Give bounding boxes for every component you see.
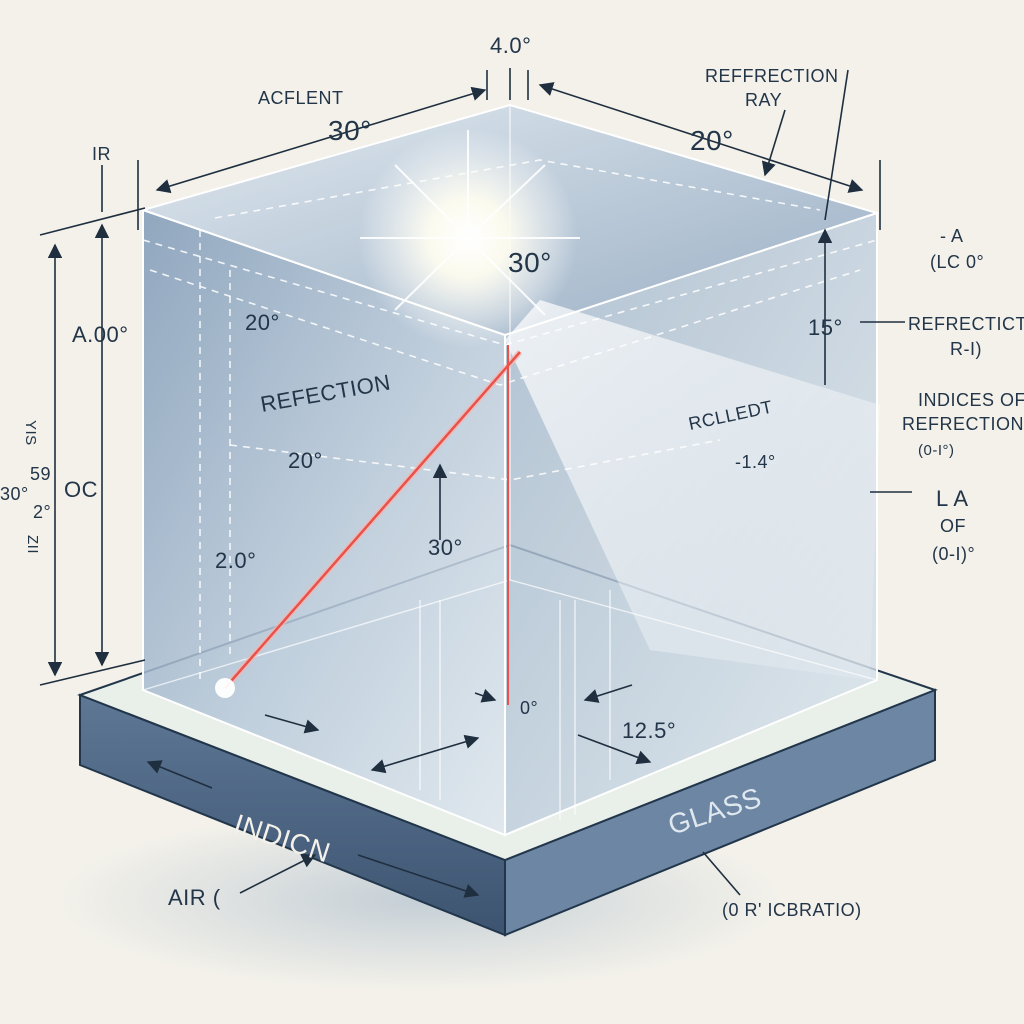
label-refract-value: -1.4° [735, 452, 776, 472]
label-inner-angle-mid: 20° [288, 448, 323, 473]
label-right-angle-15: 15° [808, 315, 843, 340]
label-la: L A [936, 486, 969, 511]
label-indices-1: INDICES OF [918, 390, 1024, 410]
label-top-right-angle: 20° [690, 125, 734, 156]
label-bottom-angle-0: 0° [520, 698, 538, 718]
label-top-left-angle: 30° [328, 115, 372, 146]
label-refractict-sub: R-I) [950, 339, 982, 359]
label-center-angle: 30° [508, 247, 552, 278]
label-top-angle: 4.0° [490, 33, 531, 58]
label-indices-3: (0-I°) [918, 442, 955, 459]
label-inner-angle-2: 2.0° [215, 548, 256, 573]
label-incident: ACFLENT [258, 88, 344, 108]
label-inner-angle-left: 20° [245, 310, 280, 335]
refracted-beam [505, 300, 880, 680]
label-inner-angle-30: 30° [428, 535, 463, 560]
label-refractict: REFRECTICT [908, 314, 1024, 334]
label-left-side-2: 30° [0, 484, 29, 504]
label-left-side-1: YIS [22, 420, 39, 446]
label-left-height: A.00° [72, 322, 129, 347]
label-left-side-5: ZII [24, 535, 41, 554]
label-range: (0-I)° [932, 544, 975, 564]
label-right-lc: (LC 0° [930, 252, 984, 272]
label-refraction-ray: REFFRECTION [705, 66, 839, 86]
label-bottom-angle-125: 12.5° [622, 718, 676, 743]
label-ir: IR [92, 144, 111, 164]
label-of: OF [940, 516, 966, 536]
dimension-lines [39, 68, 912, 898]
label-left-side-3: 59 [30, 464, 51, 484]
label-left-side-4: 2° [33, 502, 51, 522]
label-oc: OC [64, 477, 98, 502]
label-refraction-ray-2: RAY [745, 90, 782, 110]
laser-beam-icon [215, 345, 523, 705]
label-ratio: (0 R' ICBRATIO) [722, 900, 862, 920]
label-air: AIR ( [168, 885, 221, 910]
label-right-a: - A [940, 226, 964, 246]
label-indices-2: REFRECTION [902, 414, 1024, 434]
